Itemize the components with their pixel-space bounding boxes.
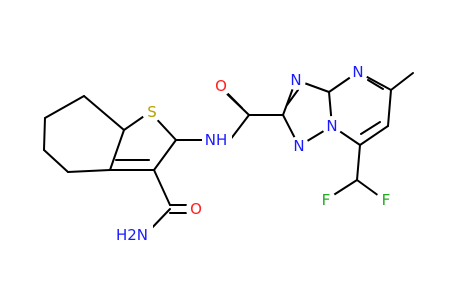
label-background [186,199,206,219]
sulfur-atom-label: S [147,103,157,121]
label-background [211,76,231,96]
amide-oxygen-label: O [215,77,227,95]
label-background [316,190,336,210]
bond [67,169,111,173]
bond [387,89,392,127]
bond [356,144,361,181]
bond [153,169,171,206]
bond [331,179,358,197]
bond [43,149,69,173]
amide-nh-label: NH [205,131,228,149]
triazole-left-nitrogen-label: N [293,137,304,155]
bond [229,114,250,141]
bond [356,179,380,197]
bond [359,125,389,146]
label-background [286,70,306,90]
bridgehead-nitrogen-label: N [326,117,337,135]
label-background [376,190,396,210]
bond-layer [43,71,414,233]
bond [83,95,125,131]
bond [153,139,177,171]
bond [286,89,299,106]
fluorine-left-label: F [322,191,331,209]
label-background [322,116,342,136]
bond [367,79,384,90]
atom-label-layer: S NH O H2N O N N N N F F [111,62,396,245]
label-background [142,102,162,122]
carboxamide-oxygen-label: O [190,200,202,218]
label-background [348,62,368,82]
bond [109,129,125,171]
fluorine-right-label: F [382,191,391,209]
h2n-label: H2N [116,226,148,244]
pyrimidine-nitrogen-label: N [352,63,363,81]
bond [44,95,85,119]
label-background [289,136,309,156]
triazole-top-nitrogen-label: N [290,71,301,89]
bond [360,121,381,135]
bond [390,72,414,91]
label-background [202,130,232,150]
label-background [111,225,153,245]
bond [43,117,46,151]
